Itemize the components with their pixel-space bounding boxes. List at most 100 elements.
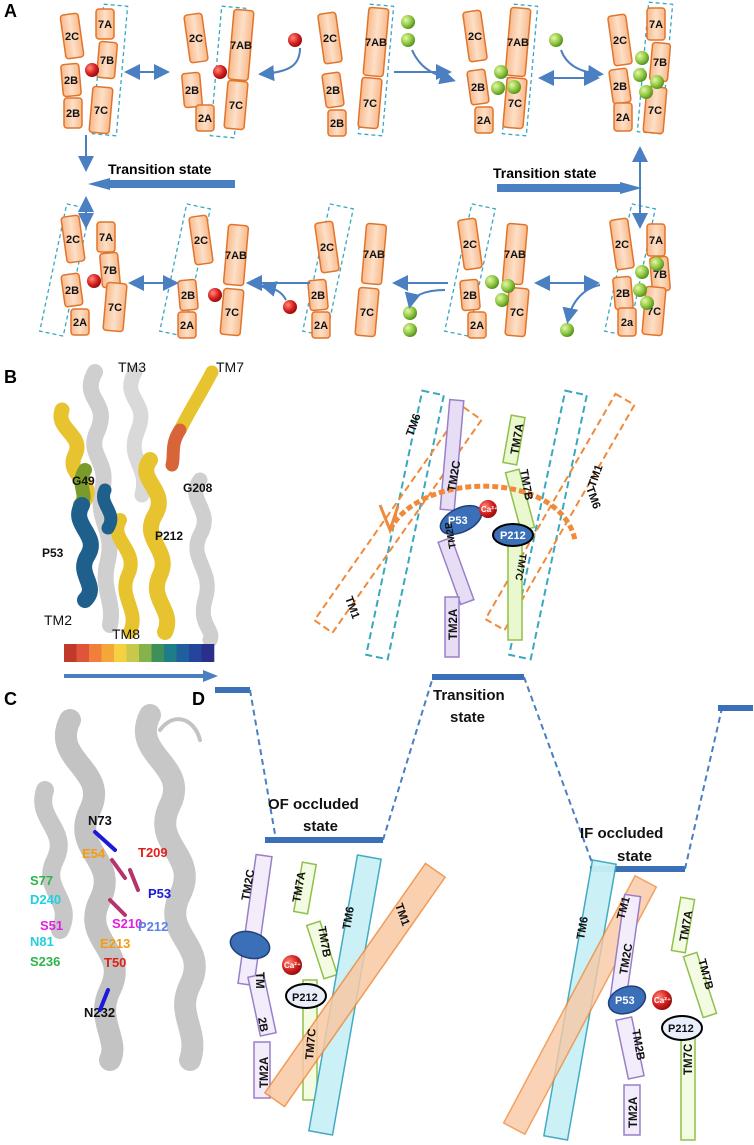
p53-ellipse-label-if: P53 [615,995,635,1007]
tm7c-label-b: TM7C [512,552,528,581]
bot-s5-2b-label: 2B [616,288,630,300]
top-s1-ion [85,63,99,77]
bot-free-red [283,300,297,314]
schematic-b [313,389,636,661]
top-s2-7ab: 7AB [227,8,255,82]
bot-s1-ion [87,274,101,288]
transition-arrow-right-head [620,182,642,194]
panel-c-label: C [4,689,17,709]
top-free-green1 [401,15,415,29]
top-s3-7c-label: 7C [363,98,377,110]
bot-s4-2b: 2B [459,278,481,312]
bot-s1-7b-label: 7B [103,265,117,277]
bot-s5-2a-label: 2a [621,317,634,329]
bot-s5-7a: 7A [646,223,666,257]
bot-curve-s4 [404,289,446,309]
bot-s5-2c-label: 2C [615,239,629,251]
residue-stick [108,898,127,917]
if-occluded-state-label: state [617,848,652,865]
bot-s4-2b-label: 2B [463,290,477,302]
spectrum-swatch [64,644,77,662]
top-s3-7ab: 7AB [362,6,390,78]
energy-landscape [215,674,753,872]
tm7-label: TM7 [216,359,244,375]
top-s3-2b-lower-label: 2B [330,118,344,130]
top-s4-7ab-label: 7AB [507,37,529,49]
top-s5-7b-label: 7B [653,57,667,69]
spectrum-swatch [164,644,177,662]
bot-s1-2a-label: 2A [73,317,87,329]
bot-s1-7c-label: 7C [108,302,122,314]
tm2b-label-if: TM2B [629,1028,646,1061]
top-s5-ion2 [633,68,647,82]
bot-free-green2 [403,323,417,337]
tm7a-label-b: TM7A [509,423,526,456]
bot-s4-ion2 [501,279,515,293]
top-curve-s5 [560,49,604,81]
tm2-label: TM2 [44,612,72,628]
bot-s2-2b: 2B [177,278,199,312]
tm2a-label-b: TM2A [448,609,460,640]
top-s5-2b: 2B [608,67,632,105]
bot-s1-2c: 2C [60,214,86,264]
top-s5-2a-label: 2A [616,112,630,124]
residue-stick [98,988,110,1012]
top-s5-2a: 2A [613,102,633,132]
spectrum-swatch [114,644,127,662]
panel-b-label: B [4,367,17,387]
bot-s3-7c-label: 7C [360,307,374,319]
top-free-green3 [549,33,563,47]
spectrum-swatch [151,644,165,662]
top-s5-2b-label: 2B [613,81,627,93]
residue-stick [128,868,140,892]
bot-s3-2c-label: 2C [320,242,334,254]
g208-label: G208 [183,481,213,495]
spectrum-arrow-head [203,670,218,682]
spectrum-swatch [126,644,140,662]
tm2a-label-of: TM2A [259,1057,271,1088]
tm2c-label-b: TM2C [446,460,463,493]
top-s4-ion1 [494,65,508,79]
of-schematic [229,853,447,1136]
bot-s5-ion4 [650,257,664,271]
top-s5-ion1 [635,51,649,65]
bot-s3-2b-label: 2B [311,290,325,302]
bot-s2-2c: 2C [188,214,214,266]
top-free-red [288,33,302,47]
tm1-left-label: TM1 [342,595,361,621]
top-s4-2c-label: 2C [468,31,482,43]
top-s4-ion3 [507,80,521,94]
spectrum-swatch [76,644,90,662]
top-s2-7c-label: 7C [229,100,243,112]
top-s2-7ab-label: 7AB [230,40,252,52]
bot-s1-2a: 2A [70,308,90,336]
top-s2-2a: 2A [195,104,215,132]
tm7c-label-of: TM7C [304,1028,319,1060]
bot-s2-ion [208,288,222,302]
top-s2-2b: 2B [181,71,203,109]
bot-s1-2b-label: 2B [65,285,79,297]
top-s4-2b: 2B [466,68,490,106]
tm6-label-of: TM6 [341,906,357,931]
spectrum-swatch [176,644,190,662]
bot-s3-2a: 2A [311,311,331,339]
top-s3-7ab-label: 7AB [365,37,387,49]
bot-s2-2c-label: 2C [194,235,208,247]
bot-s4-2a-label: 2A [470,320,484,332]
top-s4-ion2 [491,81,505,95]
top-s4-2b-label: 2B [471,82,485,94]
residue-stick [93,830,117,852]
bot-s4-ion3 [495,293,509,307]
bot-s4-7ab: 7AB [501,222,529,286]
bot-s5-2b: 2B [612,275,634,311]
bot-free-green1 [403,306,417,320]
spectrum-swatch [139,644,152,662]
top-s5-ion4 [650,75,664,89]
top-s1-2c: 2C [59,12,85,60]
residue-label: S51 [40,918,63,933]
top-s4-7c-label: 7C [508,98,522,110]
top-s3-2c: 2C [317,11,343,65]
bot-curve-s5 [562,284,601,324]
